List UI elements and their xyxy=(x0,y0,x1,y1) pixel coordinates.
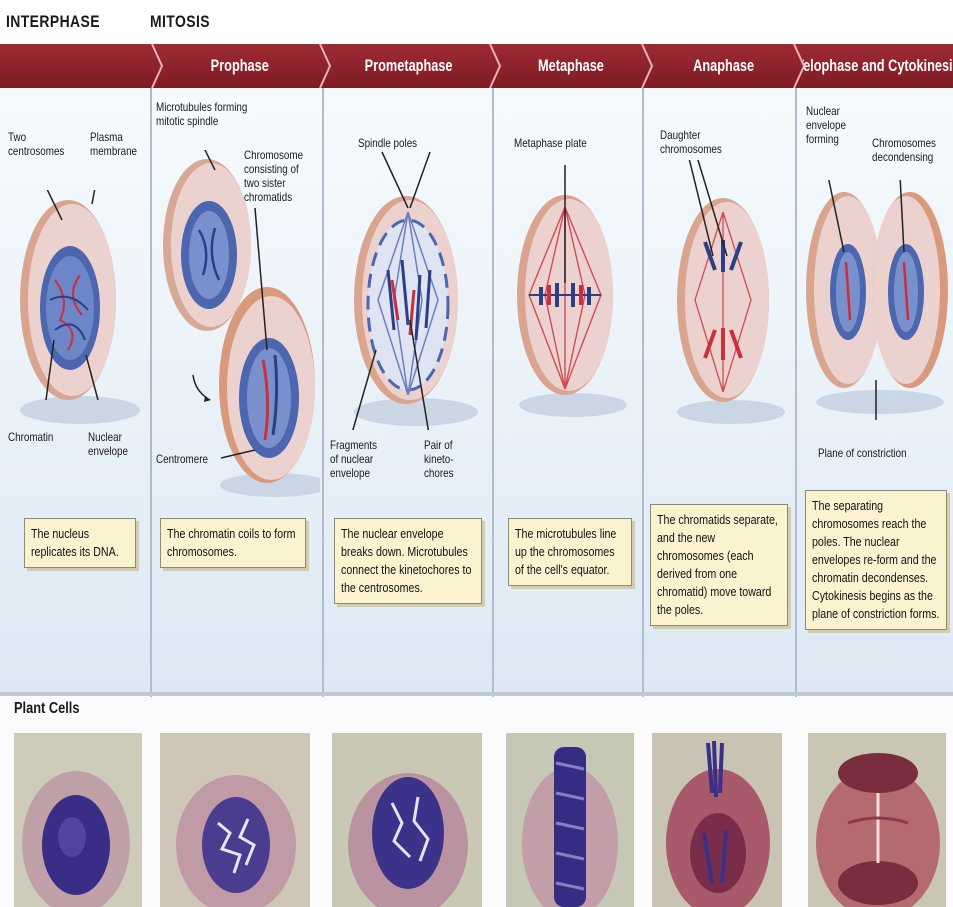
mitosis-label: MITOSIS xyxy=(150,12,210,32)
phase-title-telophase: Telophase and Cytokinesis xyxy=(803,44,953,88)
chevron-separator-icon xyxy=(488,44,504,88)
label-plane-of-constriction: Plane of constriction xyxy=(818,446,907,460)
phase-banner: Prophase Prometaphase Metaphase Anaphase… xyxy=(0,44,953,88)
plant-cell-photo-prometaphase xyxy=(332,733,482,907)
label-spindle-poles: Spindle poles xyxy=(358,136,417,150)
prophase-cell-illustration xyxy=(155,150,320,500)
phase-title-prophase: Prophase xyxy=(160,44,320,88)
interphase-label: INTERPHASE xyxy=(6,12,100,32)
caption-prometaphase: The nuclear envelope breaks down. Microt… xyxy=(334,518,482,604)
caption-metaphase: The microtubules line up the chromosomes… xyxy=(508,518,632,586)
plant-cell-photo-interphase xyxy=(14,733,142,907)
caption-anaphase: The chromatids separate, and the new chr… xyxy=(650,504,788,626)
telophase-cell-illustration xyxy=(800,180,953,420)
caption-telophase: The separating chromosomes reach the pol… xyxy=(805,490,947,630)
label-metaphase-plate: Metaphase plate xyxy=(514,136,587,150)
plant-cells-title: Plant Cells xyxy=(14,700,79,718)
section-divider xyxy=(0,692,953,696)
interphase-cell-illustration xyxy=(10,190,140,430)
label-chromatin: Chromatin xyxy=(8,430,53,444)
plant-cell-photo-anaphase xyxy=(652,733,782,907)
phase-title-metaphase: Metaphase xyxy=(498,44,643,88)
phase-title-anaphase: Anaphase xyxy=(650,44,798,88)
stage-header: INTERPHASE MITOSIS xyxy=(0,0,953,44)
metaphase-cell-illustration xyxy=(505,165,640,425)
caption-interphase: The nucleus replicates its DNA. xyxy=(24,518,136,568)
phase-title-prometaphase: Prometaphase xyxy=(328,44,490,88)
chevron-separator-icon xyxy=(792,44,808,88)
plant-cell-photo-prophase xyxy=(160,733,310,907)
label-centromere: Centromere xyxy=(156,452,208,466)
chevron-separator-icon xyxy=(640,44,656,88)
chevron-separator-icon xyxy=(150,44,166,88)
caption-prophase: The chromatin coils to form chromosomes. xyxy=(160,518,306,568)
prometaphase-cell-illustration xyxy=(330,150,490,430)
plant-cell-photo-metaphase xyxy=(506,733,634,907)
chevron-separator-icon xyxy=(318,44,334,88)
plant-cell-photo-telophase xyxy=(808,733,946,907)
anaphase-cell-illustration xyxy=(665,160,795,430)
